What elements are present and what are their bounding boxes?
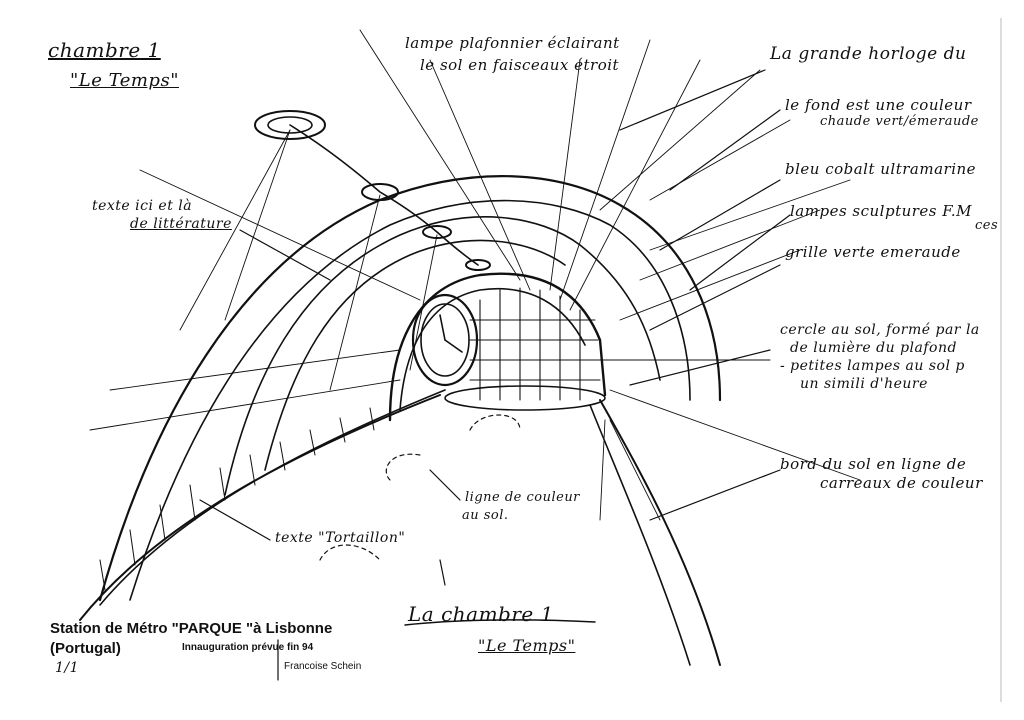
signature-title: La chambre 1	[408, 602, 554, 626]
annotation-lamps-sculpt: lampes sculptures F.M	[790, 202, 972, 220]
annotation-color-line-2: au sol.	[462, 508, 509, 523]
annotation-background: le fond est une couleur	[785, 96, 972, 114]
annotation-text-here: texte ici et là	[92, 198, 193, 214]
annotation-clock: La grande horloge du	[770, 44, 967, 64]
annotation-circle-floor-4: un simili d'heure	[800, 376, 928, 392]
inauguration-note: Innauguration prévue fin 94	[182, 642, 314, 653]
annotation-color-line: ligne de couleur	[465, 490, 580, 505]
annotation-edge-floor-2: carreaux de couleur	[820, 474, 983, 492]
annotation-lamps-sculpt-2: ces	[975, 218, 999, 233]
annotation-lamp-ceiling-2: le sol en faisceaux étroit	[420, 56, 620, 74]
station-country: (Portugal)	[50, 640, 121, 657]
signature-subtitle: "Le Temps"	[478, 636, 576, 655]
annotation-lamp-ceiling: lampe plafonnier éclairant	[405, 34, 620, 52]
annotation-text-here-2: de littérature	[130, 216, 232, 232]
room-label: chambre 1	[48, 38, 161, 62]
annotation-grille: grille verte emeraude	[785, 243, 961, 261]
annotation-background-2: chaude vert/émeraude	[820, 114, 979, 129]
sheet-mark: 1/1	[55, 660, 80, 676]
annotation-circle-floor-3: - petites lampes au sol p	[780, 358, 965, 374]
annotation-text-bottom: texte "Tortaillon"	[275, 530, 406, 546]
annotation-circle-floor-2: de lumière du plafond	[790, 340, 957, 356]
author-name: Francoise Schein	[284, 661, 362, 672]
station-title: Station de Métro "PARQUE "à Lisbonne	[50, 620, 333, 637]
annotation-blue: bleu cobalt ultramarine	[785, 160, 977, 178]
room-subtitle: "Le Temps"	[70, 70, 179, 91]
annotation-edge-floor: bord du sol en ligne de	[780, 455, 967, 473]
annotation-circle-floor: cercle au sol, formé par la	[780, 322, 980, 338]
